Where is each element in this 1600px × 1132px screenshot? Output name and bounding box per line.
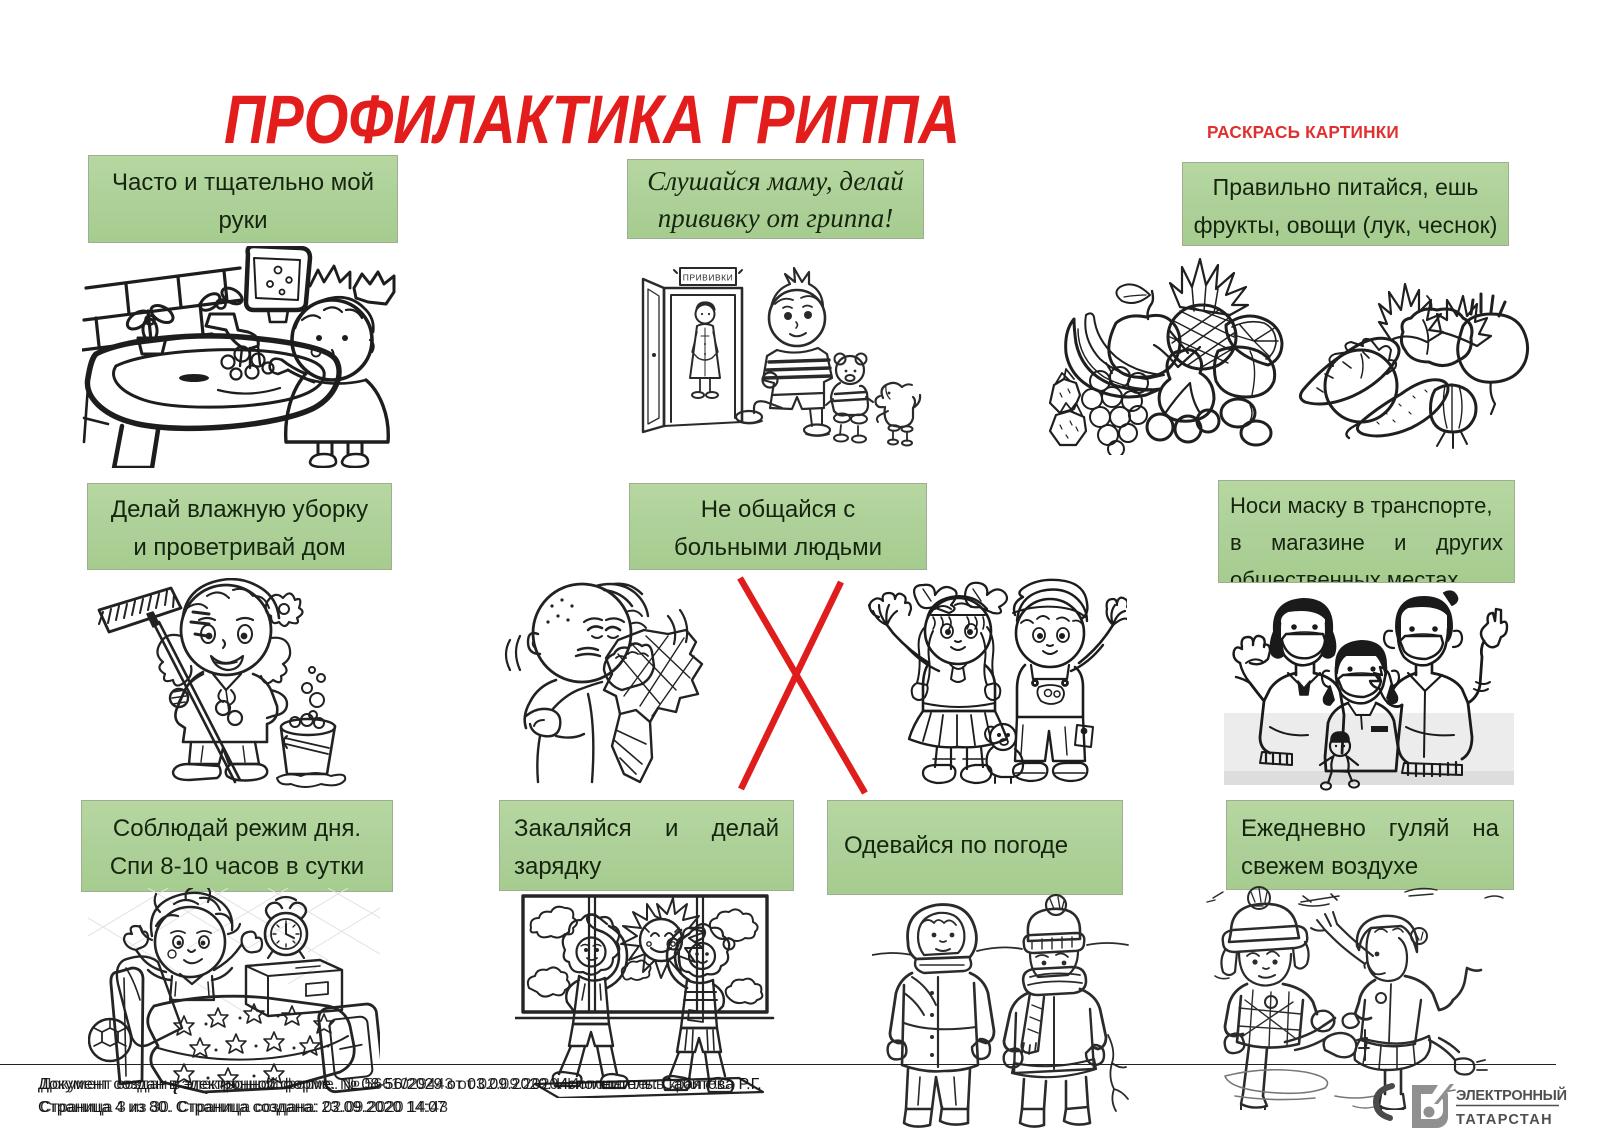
svg-text:ТАТАРСТАН: ТАТАРСТАН <box>1456 1112 1553 1128</box>
svg-text:ЭЛЕКТРОННЫЙ: ЭЛЕКТРОННЫЙ <box>1456 1086 1567 1104</box>
svg-text:ПРИВИВКИ: ПРИВИВКИ <box>683 273 733 283</box>
